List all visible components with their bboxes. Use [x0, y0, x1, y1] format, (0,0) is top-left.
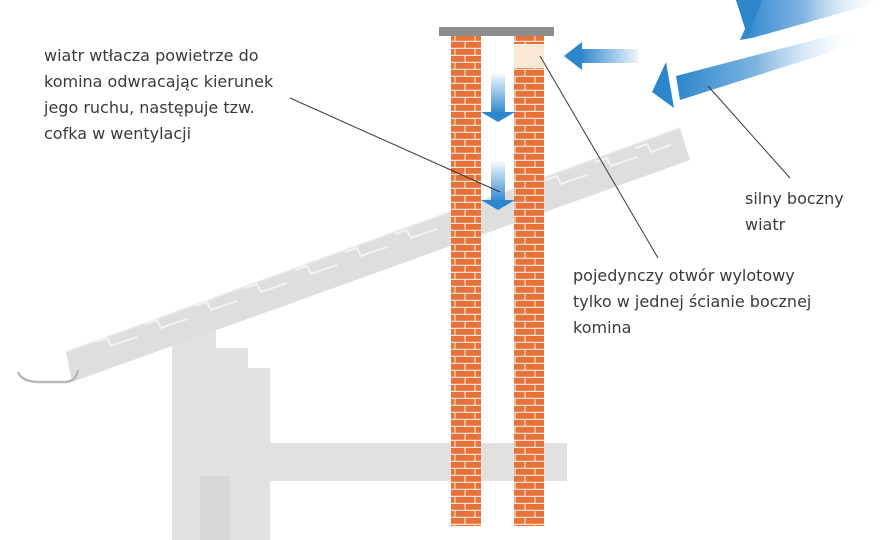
- label-line: pojedynczy otwór wylotowy: [573, 266, 795, 285]
- chimney-cap: [439, 27, 554, 36]
- label-line: komina: [573, 318, 632, 337]
- leader-line-outlet: [539, 55, 659, 259]
- label-backdraft-explanation: wiatr wtłacza powietrze do komina odwrac…: [44, 43, 273, 147]
- chimney-right-wall: [514, 36, 544, 526]
- leader-line-backdraft: [289, 97, 501, 193]
- label-side-wind: silny boczny wiatr: [745, 186, 844, 238]
- airflow-down-arrow-icon: [481, 74, 515, 122]
- label-line: wiatr: [745, 215, 786, 234]
- leader-line-side-wind: [707, 85, 791, 179]
- chimney-left-wall: [451, 36, 481, 526]
- label-line: komina odwracając kierunek: [44, 72, 274, 91]
- leader-lines: [289, 55, 791, 259]
- wind-arrow-icon: [736, 0, 880, 40]
- house-structure: [172, 328, 567, 540]
- label-single-outlet: pojedynczy otwór wylotowy tylko w jednej…: [573, 263, 811, 341]
- gutter: [16, 369, 80, 384]
- chimney-outlet-opening: [514, 44, 544, 68]
- airflow-down-arrow-icon: [481, 162, 515, 210]
- label-line: silny boczny: [745, 189, 844, 208]
- label-line: wiatr wtłacza powietrze do: [44, 46, 259, 65]
- roof-tiles: [94, 142, 672, 348]
- label-line: cofka w wentylacji: [44, 124, 192, 143]
- roof: [65, 127, 690, 382]
- wind-arrow-icon: [564, 42, 638, 70]
- wind-arrow-icon: [652, 30, 856, 108]
- label-line: tylko w jednej ścianie bocznej: [573, 292, 812, 311]
- label-line: jego ruchu, następuje tzw.: [44, 98, 255, 117]
